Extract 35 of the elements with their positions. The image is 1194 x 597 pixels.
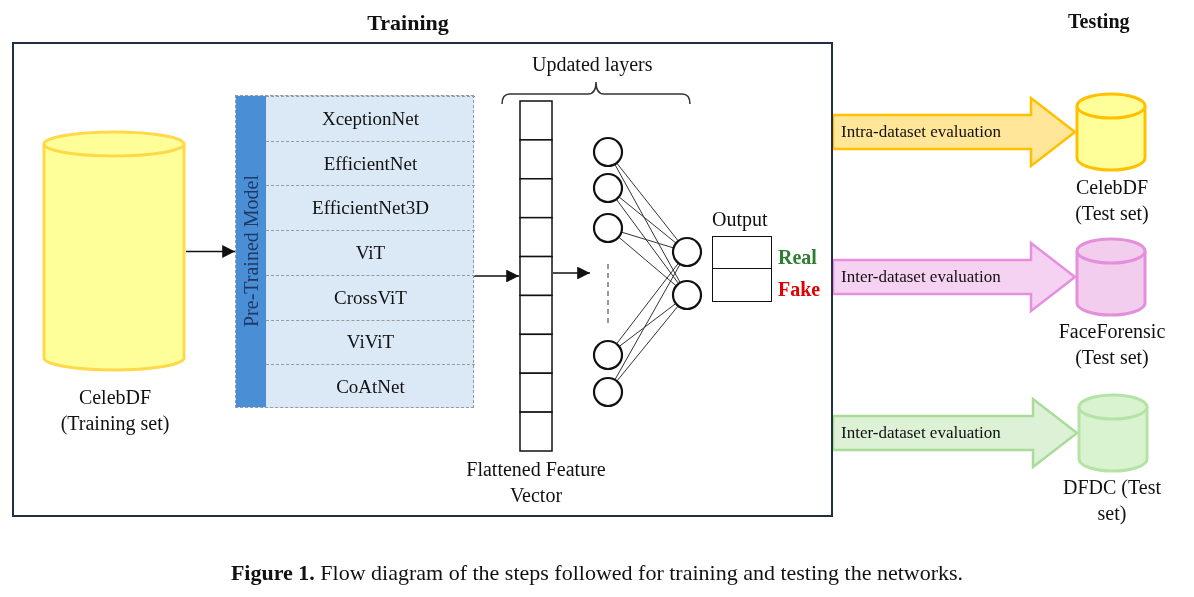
node-caption: Flattened Feature Vector bbox=[465, 457, 607, 508]
model-row: EfficientNet3D bbox=[266, 185, 475, 231]
block-arrow bbox=[831, 396, 1080, 470]
real-label: Real bbox=[778, 245, 818, 270]
brace-label: Updated layers bbox=[532, 53, 653, 76]
figure-caption: Figure 1. Flow diagram of the steps followed for training and testing the networks. bbox=[229, 560, 965, 586]
cylinder-database bbox=[42, 130, 186, 372]
model-row: EfficientNet bbox=[266, 140, 475, 186]
section-heading: Training bbox=[366, 10, 450, 36]
output-heading: Output bbox=[712, 208, 768, 231]
block-arrow bbox=[831, 95, 1078, 169]
edge-label: Inter-dataset evaluation bbox=[841, 423, 1001, 443]
cylinder-database bbox=[1077, 393, 1149, 473]
feature-vector-bar bbox=[519, 100, 553, 452]
node-caption: CelebDF (Test set) bbox=[1074, 175, 1150, 226]
node-caption: CelebDF (Training set) bbox=[59, 385, 171, 436]
fake-label: Fake bbox=[778, 277, 822, 302]
model-row: ViViT bbox=[266, 319, 475, 365]
arrow bbox=[473, 269, 520, 283]
edge-label: Inter-dataset evaluation bbox=[841, 267, 1001, 287]
model-row: XceptionNet bbox=[266, 96, 475, 141]
model-row: ViT bbox=[266, 230, 475, 275]
node-caption: FaceForensic (Test set) bbox=[1057, 319, 1167, 370]
group-label: Pre-Trained Model bbox=[239, 175, 263, 328]
model-row: CoAtNet bbox=[266, 364, 475, 409]
section-heading: Testing bbox=[1068, 10, 1130, 33]
model-row: CrossViT bbox=[266, 274, 475, 320]
model-group-box bbox=[235, 95, 474, 408]
block-arrow bbox=[831, 240, 1078, 314]
node-caption: DFDC (Test set) bbox=[1062, 475, 1162, 526]
cylinder-database bbox=[1075, 92, 1147, 172]
arrow bbox=[552, 266, 591, 280]
edge-label: Intra-dataset evaluation bbox=[841, 122, 1001, 142]
arrow bbox=[185, 245, 236, 258]
cylinder-database bbox=[1075, 237, 1147, 317]
